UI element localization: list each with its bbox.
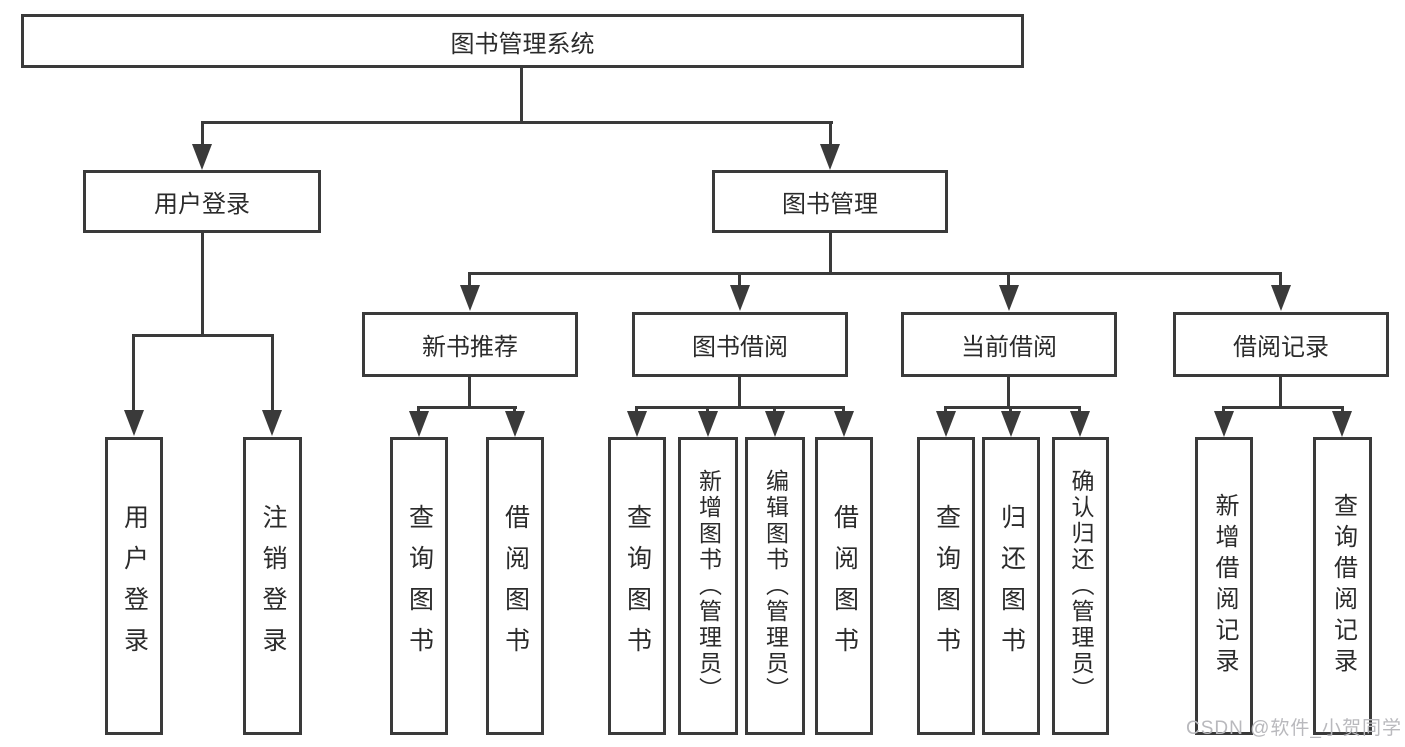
node-user-login-leaf: 用户登录 [105, 437, 163, 735]
node-new-book-recommend: 新书推荐 [362, 312, 578, 377]
connector-line [1078, 406, 1081, 413]
connector-line [417, 406, 420, 413]
node-edit-book-admin: 编辑图书（管理员） [745, 437, 805, 735]
arrow-down-icon [124, 410, 144, 436]
connector-line [1341, 406, 1344, 413]
node-logout-label: 注销登录 [259, 504, 287, 668]
node-query-borrow-record-label: 查询借阅记录 [1329, 493, 1357, 679]
arrow-down-icon [460, 285, 480, 311]
connector-line [513, 406, 516, 413]
arrow-down-icon [1001, 411, 1021, 437]
connector-line [271, 334, 274, 412]
node-user-login-label: 用户登录 [154, 191, 250, 218]
node-user-login: 用户登录 [83, 170, 321, 233]
connector-line [520, 68, 523, 124]
node-borrow-books-recommend: 借阅图书 [486, 437, 544, 735]
connector-line [773, 406, 776, 413]
arrow-down-icon [765, 411, 785, 437]
connector-line [829, 233, 832, 274]
arrow-down-icon [999, 285, 1019, 311]
connector-line [468, 272, 471, 286]
connector-line [132, 334, 274, 337]
node-borrow-records: 借阅记录 [1173, 312, 1389, 377]
node-user-login-leaf-label: 用户登录 [120, 504, 149, 668]
arrow-down-icon [730, 285, 750, 311]
node-query-books-borrow-label: 查询图书 [623, 504, 652, 668]
node-add-book-admin-label: 新增图书（管理员） [695, 469, 722, 703]
arrow-down-icon [192, 144, 212, 170]
node-book-management-label: 图书管理 [782, 191, 878, 218]
connector-line [201, 233, 204, 336]
node-add-book-admin: 新增图书（管理员） [678, 437, 738, 735]
connector-line [635, 406, 638, 413]
arrow-down-icon [820, 144, 840, 170]
arrow-down-icon [834, 411, 854, 437]
connector-line [468, 377, 471, 408]
connector-line [944, 406, 1081, 409]
connector-line [132, 334, 135, 412]
node-borrow-books-leaf: 借阅图书 [815, 437, 873, 735]
connector-line [1279, 272, 1282, 286]
arrow-down-icon [1332, 411, 1352, 437]
node-current-borrow: 当前借阅 [901, 312, 1117, 377]
connector-line [1007, 272, 1010, 286]
arrow-down-icon [505, 411, 525, 437]
node-query-books-borrow: 查询图书 [608, 437, 666, 735]
node-confirm-return-admin: 确认归还（管理员） [1052, 437, 1109, 735]
connector-line [635, 406, 845, 409]
arrow-down-icon [627, 411, 647, 437]
connector-line [1007, 377, 1010, 408]
arrow-down-icon [1070, 411, 1090, 437]
node-query-books-recommend-label: 查询图书 [405, 504, 434, 668]
node-book-borrow: 图书借阅 [632, 312, 848, 377]
node-borrow-records-label: 借阅记录 [1233, 334, 1329, 361]
node-add-borrow-record: 新增借阅记录 [1195, 437, 1253, 735]
node-borrow-books-leaf-label: 借阅图书 [830, 504, 859, 668]
connector-line [468, 272, 1282, 275]
node-return-books: 归还图书 [982, 437, 1040, 735]
node-current-borrow-label: 当前借阅 [961, 334, 1057, 361]
node-query-books-current: 查询图书 [917, 437, 975, 735]
node-borrow-books-recommend-label: 借阅图书 [501, 504, 530, 668]
connector-line [738, 377, 741, 408]
node-add-borrow-record-label: 新增借阅记录 [1211, 493, 1238, 679]
arrow-down-icon [1271, 285, 1291, 311]
connector-line [1279, 377, 1282, 408]
node-edit-book-admin-label: 编辑图书（管理员） [762, 469, 789, 703]
connector-line [1222, 406, 1344, 409]
node-logout: 注销登录 [243, 437, 302, 735]
node-library-system: 图书管理系统 [21, 14, 1024, 68]
node-library-system-label: 图书管理系统 [450, 30, 595, 58]
connector-line [201, 121, 833, 124]
connector-line [829, 121, 832, 147]
connector-line [201, 121, 204, 147]
arrow-down-icon [1214, 411, 1234, 437]
node-book-management: 图书管理 [712, 170, 948, 233]
connector-line [842, 406, 845, 413]
arrow-down-icon [409, 411, 429, 437]
node-confirm-return-admin-label: 确认归还（管理员） [1068, 469, 1094, 703]
arrow-down-icon [936, 411, 956, 437]
node-query-books-recommend: 查询图书 [390, 437, 448, 735]
watermark-text: CSDN @软件_小贺同学 [1186, 718, 1402, 739]
arrow-down-icon [262, 410, 282, 436]
node-query-books-current-label: 查询图书 [932, 504, 961, 668]
connector-line [706, 406, 709, 413]
connector-line [417, 406, 517, 409]
node-return-books-label: 归还图书 [997, 504, 1026, 668]
connector-line [1009, 406, 1012, 413]
connector-line [1222, 406, 1225, 413]
arrow-down-icon [698, 411, 718, 437]
connector-line [944, 406, 947, 413]
node-new-book-recommend-label: 新书推荐 [422, 334, 518, 361]
node-query-borrow-record: 查询借阅记录 [1313, 437, 1372, 735]
connector-line [738, 272, 741, 286]
node-book-borrow-label: 图书借阅 [692, 334, 788, 361]
